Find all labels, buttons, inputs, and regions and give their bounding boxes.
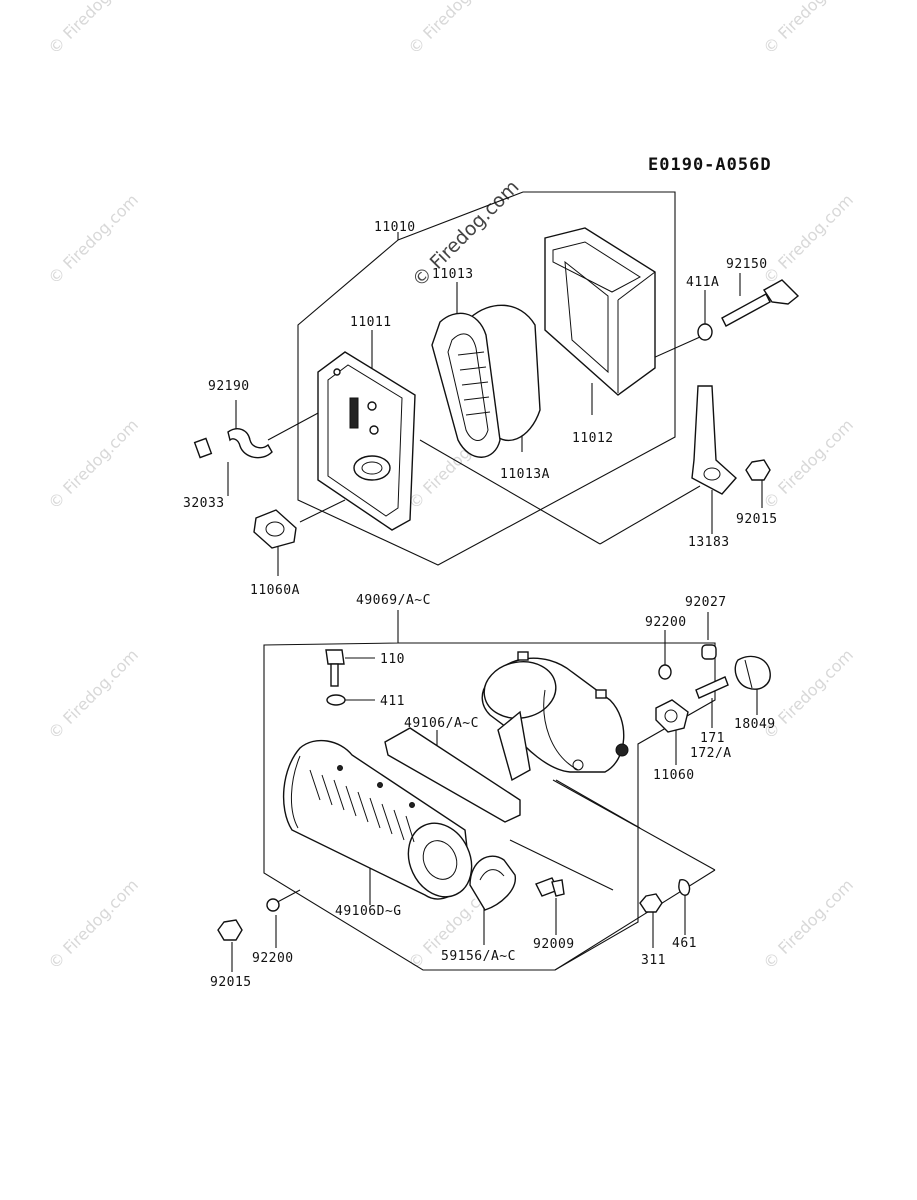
bolt-110 (325, 649, 345, 687)
part-label-92015-lower: 92015 (210, 975, 252, 990)
part-label-49106D: 49106D~G (335, 904, 402, 919)
part-label-311: 311 (641, 953, 666, 968)
part-label-18049: 18049 (734, 717, 776, 732)
part-label-49106: 49106/A~C (404, 716, 479, 731)
watermark-text: © Firedog.com (44, 645, 142, 743)
assembly-bracket-11010 (297, 191, 676, 566)
part-label-32033: 32033 (183, 496, 225, 511)
gasket-11060A (253, 509, 297, 549)
nut-92015-upper (745, 459, 771, 481)
part-label-92200-lower: 92200 (252, 951, 294, 966)
washer-411 (326, 694, 346, 706)
part-label-411A: 411A (686, 275, 719, 290)
part-label-11013A: 11013A (500, 467, 550, 482)
collar-92027 (701, 644, 717, 660)
muffler-assembly (217, 610, 771, 972)
part-label-11011: 11011 (350, 315, 392, 330)
part-label-11012: 11012 (572, 431, 614, 446)
watermark-text: © Firedog.com (44, 415, 142, 513)
part-label-171: 171 (700, 731, 725, 746)
watermark-text: © Firedog.com (44, 875, 142, 973)
gasket-11060 (655, 699, 689, 733)
washer-411A (697, 323, 713, 341)
watermark-text: © Firedog.com (44, 0, 142, 58)
nut-311 (639, 893, 663, 913)
bracket-13183 (691, 385, 737, 495)
air-filter-element-11013 (431, 304, 541, 458)
part-label-13183: 13183 (688, 535, 730, 550)
muffler-body (481, 651, 629, 782)
watermark-text: © Firedog.com (759, 190, 857, 288)
part-label-172A: 172/A (690, 746, 732, 761)
part-label-11060: 11060 (653, 768, 695, 783)
part-label-49069: 49069/A~C (356, 593, 431, 608)
screw-92009 (535, 877, 565, 897)
watermark-text: © Firedog.com (759, 875, 857, 973)
part-label-92027: 92027 (685, 595, 727, 610)
part-label-59156: 59156/A~C (441, 949, 516, 964)
part-label-92009: 92009 (533, 937, 575, 952)
part-label-11013: 11013 (432, 267, 474, 282)
part-label-92200-upper: 92200 (645, 615, 687, 630)
part-label-92150: 92150 (726, 257, 768, 272)
part-label-461: 461 (672, 936, 697, 951)
part-label-92190: 92190 (208, 379, 250, 394)
part-labels: 11010 11013 11011 92150 411A 92190 11012… (183, 220, 778, 990)
shield-plate-49106 (384, 727, 521, 823)
part-label-411: 411 (380, 694, 405, 709)
muffler-heat-shield-49106D (282, 739, 473, 900)
part-label-11060A: 11060A (250, 583, 300, 598)
washer-92200-lower (266, 898, 280, 912)
wing-bolt-92150 (721, 279, 800, 327)
air-cleaner-cover-11012 (544, 227, 656, 396)
nut-92015-lower (217, 919, 243, 941)
watermark-text: © Firedog.com (404, 0, 502, 58)
watermark-text: © Firedog.com (44, 190, 142, 288)
watermark-text: © Firedog.com (759, 0, 857, 58)
air-cleaner-base-11011 (317, 351, 416, 531)
stud-171 (695, 676, 729, 699)
diagram-code: E0190-A056D (648, 155, 772, 175)
breather-hose-92190 (227, 428, 273, 459)
spark-arrester-18049 (734, 655, 771, 690)
part-label-110: 110 (380, 652, 405, 667)
tail-guard-59156 (469, 855, 516, 911)
spring-washer-461 (678, 879, 691, 896)
part-label-11010: 11010 (374, 220, 416, 235)
pipe-32033 (193, 437, 213, 459)
washer-92200-upper (658, 664, 672, 680)
part-label-92015-upper: 92015 (736, 512, 778, 527)
air-cleaner-assembly (193, 191, 800, 576)
watermark-text: © Firedog.com (759, 415, 857, 513)
